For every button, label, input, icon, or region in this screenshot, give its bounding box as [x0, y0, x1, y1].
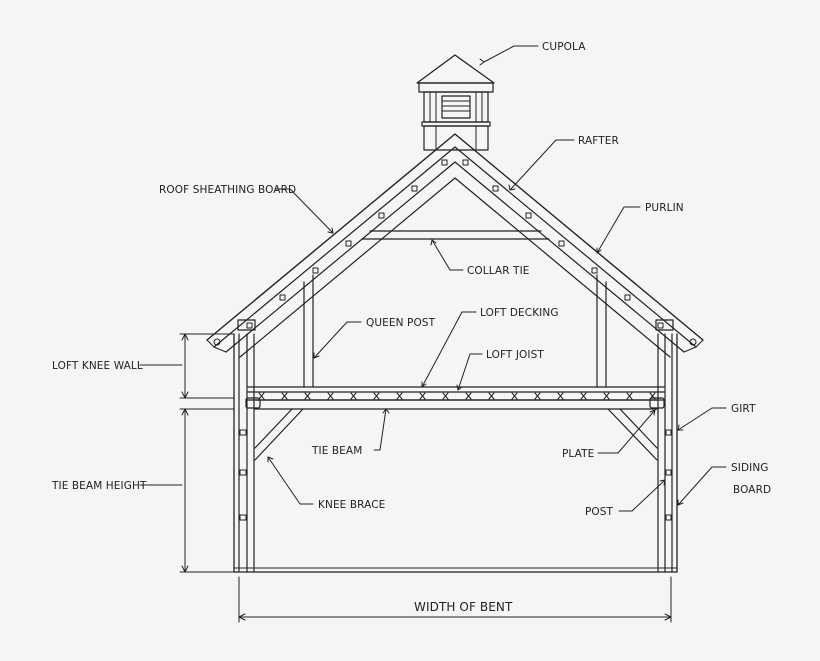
label-siding: SIDING: [731, 462, 769, 474]
label-girt: GIRT: [731, 403, 756, 415]
roof: [206, 133, 704, 358]
label-collar-tie: COLLAR TIE: [467, 265, 530, 277]
label-cupola: CUPOLA: [542, 41, 586, 53]
label-rafter: RAFTER: [578, 135, 619, 147]
labels: CUPOLA RAFTER ROOF SHEATHING BOARD PURLI…: [51, 41, 771, 614]
label-width-of-bent: WIDTH OF BENT: [414, 600, 513, 614]
label-post: POST: [585, 506, 614, 518]
cupola: [416, 54, 495, 151]
loft-floor: [247, 386, 665, 401]
label-board: BOARD: [733, 484, 771, 496]
label-plate: PLATE: [562, 448, 594, 460]
label-knee-brace: KNEE BRACE: [318, 499, 385, 511]
label-purlin: PURLIN: [645, 202, 684, 214]
label-loft-decking: LOFT DECKING: [480, 307, 559, 319]
dimensions: [179, 333, 672, 623]
collar-tie: [361, 230, 550, 240]
leader-lines: [139, 45, 727, 512]
label-queen-post: QUEEN POST: [366, 317, 436, 329]
tie-beam: [245, 397, 665, 410]
posts: [233, 319, 678, 573]
label-tie-beam: TIE BEAM: [311, 445, 362, 457]
label-loft-knee-wall: LOFT KNEE WALL: [52, 360, 143, 372]
label-roof-sheathing-board: ROOF SHEATHING BOARD: [159, 184, 296, 196]
loft-joist-marks: [258, 392, 656, 400]
label-loft-joist: LOFT JOIST: [486, 349, 544, 361]
label-tie-beam-height: TIE BEAM HEIGHT: [51, 480, 147, 492]
queen-posts: [303, 274, 607, 388]
